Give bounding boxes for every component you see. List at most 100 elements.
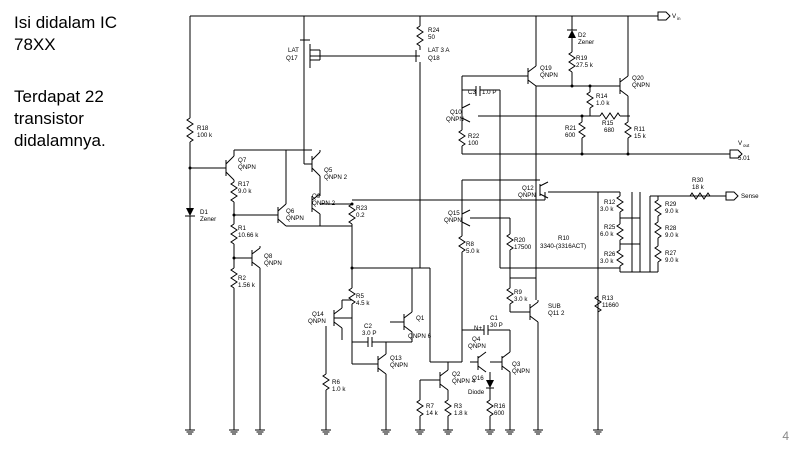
node-n1: N+	[474, 325, 482, 332]
r18-name: R18	[197, 125, 209, 132]
r5-name: R5	[356, 293, 364, 300]
q10-type: QNPN	[446, 116, 464, 123]
r23-value: 15 k	[634, 133, 647, 140]
q11-name: Q11 2	[548, 310, 565, 317]
r20-value: 5.0 k	[466, 248, 480, 255]
c2-value: 3.0 P	[362, 330, 376, 337]
r17-name: R17	[238, 181, 250, 188]
vin-label: V	[672, 13, 677, 20]
q8-stage: Q8 QNPN	[234, 246, 282, 435]
slide-title-line: Isi didalam IC	[14, 13, 117, 32]
r19-name: R19	[576, 55, 588, 62]
r29-name: R29	[665, 201, 677, 208]
q13-type: QNPN	[390, 362, 408, 369]
r13-value: 11660	[602, 302, 619, 309]
r20-name: R8	[466, 241, 474, 248]
r3-name: R3	[454, 403, 462, 410]
r18-value: 100 k	[197, 132, 213, 139]
r15-name: R15	[602, 120, 614, 127]
q7-stage: Q7 QNPN R17 9.0 k R1 10.66 k R2 1.56 k	[190, 149, 286, 435]
slide-description-line: didalamnya.	[14, 131, 106, 150]
slide-description-line: transistor	[14, 109, 84, 128]
r12-value: 3.0 k	[600, 206, 614, 213]
r15-value: 680	[604, 127, 615, 134]
c2-name: C2	[364, 323, 372, 330]
q6-name: Q6	[286, 208, 295, 215]
q14-type: QNPN	[308, 318, 326, 325]
q15-name: Q15	[448, 210, 460, 217]
schematic-7805-regulator: V in R18 100 k D1 Zener	[184, 11, 759, 435]
q17-q18-stage: LAT Q17 R24 50 LAT 3 A Q18	[286, 16, 450, 204]
r26-value: 3.0 k	[600, 258, 614, 265]
q8-type: QNPN	[264, 260, 282, 267]
q13-name: Q13	[390, 355, 402, 362]
q3-type: QNPN	[512, 368, 530, 375]
diode-symbol	[486, 380, 494, 388]
r13-name: R13	[602, 295, 614, 302]
r8-value: 600	[494, 410, 505, 417]
error-amp-stage: R5 4.5 k Q14 QNPN R6 1.0 k C2 3.0 P	[308, 204, 432, 435]
r24-value: 50	[428, 34, 435, 41]
r16-value: 17500	[514, 244, 532, 251]
r22-name: R22	[468, 133, 480, 140]
r3-value: 1.8 k	[454, 410, 468, 417]
q10-stage: C3 1.0 P Q10 QNPN R22 100	[446, 86, 501, 155]
r29-value: 9.0 k	[665, 208, 679, 215]
q11-type: SUB	[548, 303, 561, 310]
r27-value: 9.0 k	[665, 257, 679, 264]
r12-name: R12	[604, 199, 616, 206]
r1-value: 10.66 k	[238, 232, 259, 239]
left-column: R18 100 k D1 Zener	[184, 16, 216, 435]
output-stage: Q19 QNPN D2 Zener R19 27.5 k R14 1.0 k R…	[461, 16, 751, 300]
r6-name: R6	[332, 379, 340, 386]
r11-name: R23	[356, 205, 368, 212]
zener-d2-symbol	[568, 30, 576, 38]
r30-value: 18 k	[692, 184, 705, 191]
r9-value: 3.0 k	[514, 296, 528, 303]
q16-name: Q16	[472, 375, 484, 382]
q6-type: QNPN	[286, 215, 304, 222]
c1-name: C1	[490, 315, 498, 322]
r7-value: 14 k	[426, 410, 439, 417]
d1-name: D1	[200, 209, 208, 216]
r21-name: R21	[565, 125, 577, 132]
vin-rail: V in	[190, 11, 681, 21]
q10-name: Q10	[450, 109, 462, 116]
q5-type: QNPN 2	[324, 174, 348, 181]
q2-name: Q2	[452, 371, 461, 378]
q19-name: Q19	[540, 65, 552, 72]
r14-name: R14	[596, 93, 608, 100]
q12-name: Q12	[522, 185, 534, 192]
r30-name: R30	[692, 177, 704, 184]
c1-value: 30 P	[490, 322, 503, 329]
r26-name: R26	[604, 251, 616, 258]
r22-value: 100	[468, 140, 479, 147]
r19-value: 27.5 k	[576, 62, 594, 69]
q17-name: Q17	[286, 55, 298, 62]
q20-name: Q20	[632, 75, 644, 82]
r7-name: R7	[426, 403, 434, 410]
q2-stage: Q2 QNPN 4 R7 14 k R3 1.8 k	[414, 361, 476, 435]
q8-name: Q8	[264, 253, 273, 260]
sense-label: Sense	[741, 193, 759, 200]
r2-name: R2	[238, 275, 246, 282]
slide-description: Terdapat 22 transistor didalamnya.	[14, 86, 179, 152]
d2-type: Zener	[578, 39, 594, 46]
q4-name: Q4	[472, 336, 481, 343]
vout-value: 5.01	[738, 155, 751, 162]
d1-type: Zener	[200, 216, 216, 223]
r6-value: 1.0 k	[332, 386, 346, 393]
c3-value: 1.0 P	[482, 89, 496, 96]
q2-type: QNPN 4	[452, 378, 476, 385]
r10-value: 3340-(3316ACT)	[540, 243, 586, 250]
r10-name: R10	[558, 235, 570, 242]
zener-d1-symbol	[186, 208, 194, 216]
q18-name: Q18	[428, 55, 440, 62]
r25-value: 6.0 k	[600, 231, 614, 238]
r2-value: 1.56 k	[238, 282, 256, 289]
r23-name: R11	[634, 126, 645, 133]
r28-value: 9.0 k	[665, 232, 679, 239]
q7-type: QNPN	[238, 164, 256, 171]
q7-name: Q7	[238, 157, 247, 164]
